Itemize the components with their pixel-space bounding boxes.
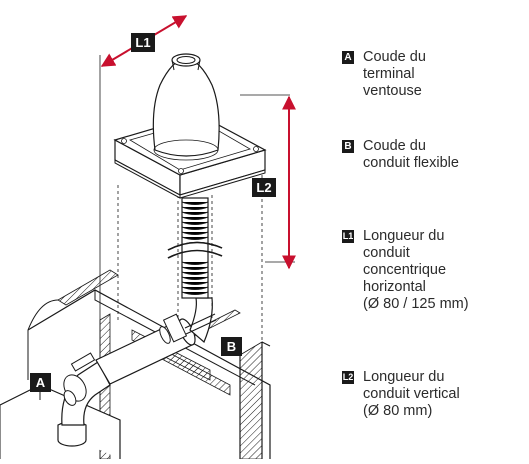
legend-l1-line-3: concentrique [363, 262, 447, 278]
projection-lines [117, 175, 263, 340]
horizontal-pipe [95, 313, 196, 385]
legend-a-line-2: terminal [363, 66, 415, 82]
installation-diagram: A B L1 L2 [0, 15, 296, 460]
legend-text-b: Coude du conduit flexible [363, 138, 529, 172]
elbow-b [184, 297, 217, 343]
legend-key-l2: L2 [342, 372, 354, 382]
legend-text-a: Coude du terminal ventouse [363, 49, 529, 100]
callout-b-label: B [226, 339, 237, 354]
boiler [0, 384, 121, 459]
flexible-duct [167, 197, 223, 299]
diagram-drawing [0, 15, 296, 460]
legend-l2-line-1: Longueur du [363, 369, 445, 385]
legend-l2-line-2: conduit vertical [363, 386, 460, 402]
legend-a-line-1: Coude du [363, 49, 426, 65]
legend-l1-line-4: horizontal [363, 279, 426, 295]
legend-key-a: A [344, 51, 352, 63]
legend-b-line-2: conduit flexible [363, 155, 459, 171]
legend-text-l2: Longueur du conduit vertical (Ø 80 mm) [363, 369, 529, 420]
terminal-box [113, 53, 267, 199]
callout-l2-label: L2 [256, 180, 272, 195]
callout-a-label: A [35, 375, 46, 390]
legend-badge-l2: L2 [342, 371, 354, 384]
legend-badge-b: B [342, 140, 354, 153]
callout-l2: L2 [252, 178, 276, 197]
legend-l2-line-3: (Ø 80 mm) [363, 403, 433, 419]
legend-l1-line-5: (Ø 80 / 125 mm) [363, 296, 469, 312]
elbow-a [61, 352, 111, 426]
legend-text-l1: Longueur du conduit concentrique horizon… [363, 228, 529, 313]
callout-l1-label: L1 [135, 35, 151, 50]
callout-a: A [30, 373, 51, 392]
legend-b-line-1: Coude du [363, 138, 426, 154]
legend-key-l1: L1 [342, 231, 354, 241]
legend-a-line-3: ventouse [363, 83, 422, 99]
legend-l1-line-2: conduit [363, 245, 410, 261]
legend-l1-line-1: Longueur du [363, 228, 445, 244]
legend-key-b: B [344, 140, 352, 152]
legend-badge-a: A [342, 51, 354, 64]
legend-badge-l1: L1 [342, 230, 354, 243]
callout-b: B [221, 337, 242, 356]
callout-l1: L1 [131, 33, 155, 52]
